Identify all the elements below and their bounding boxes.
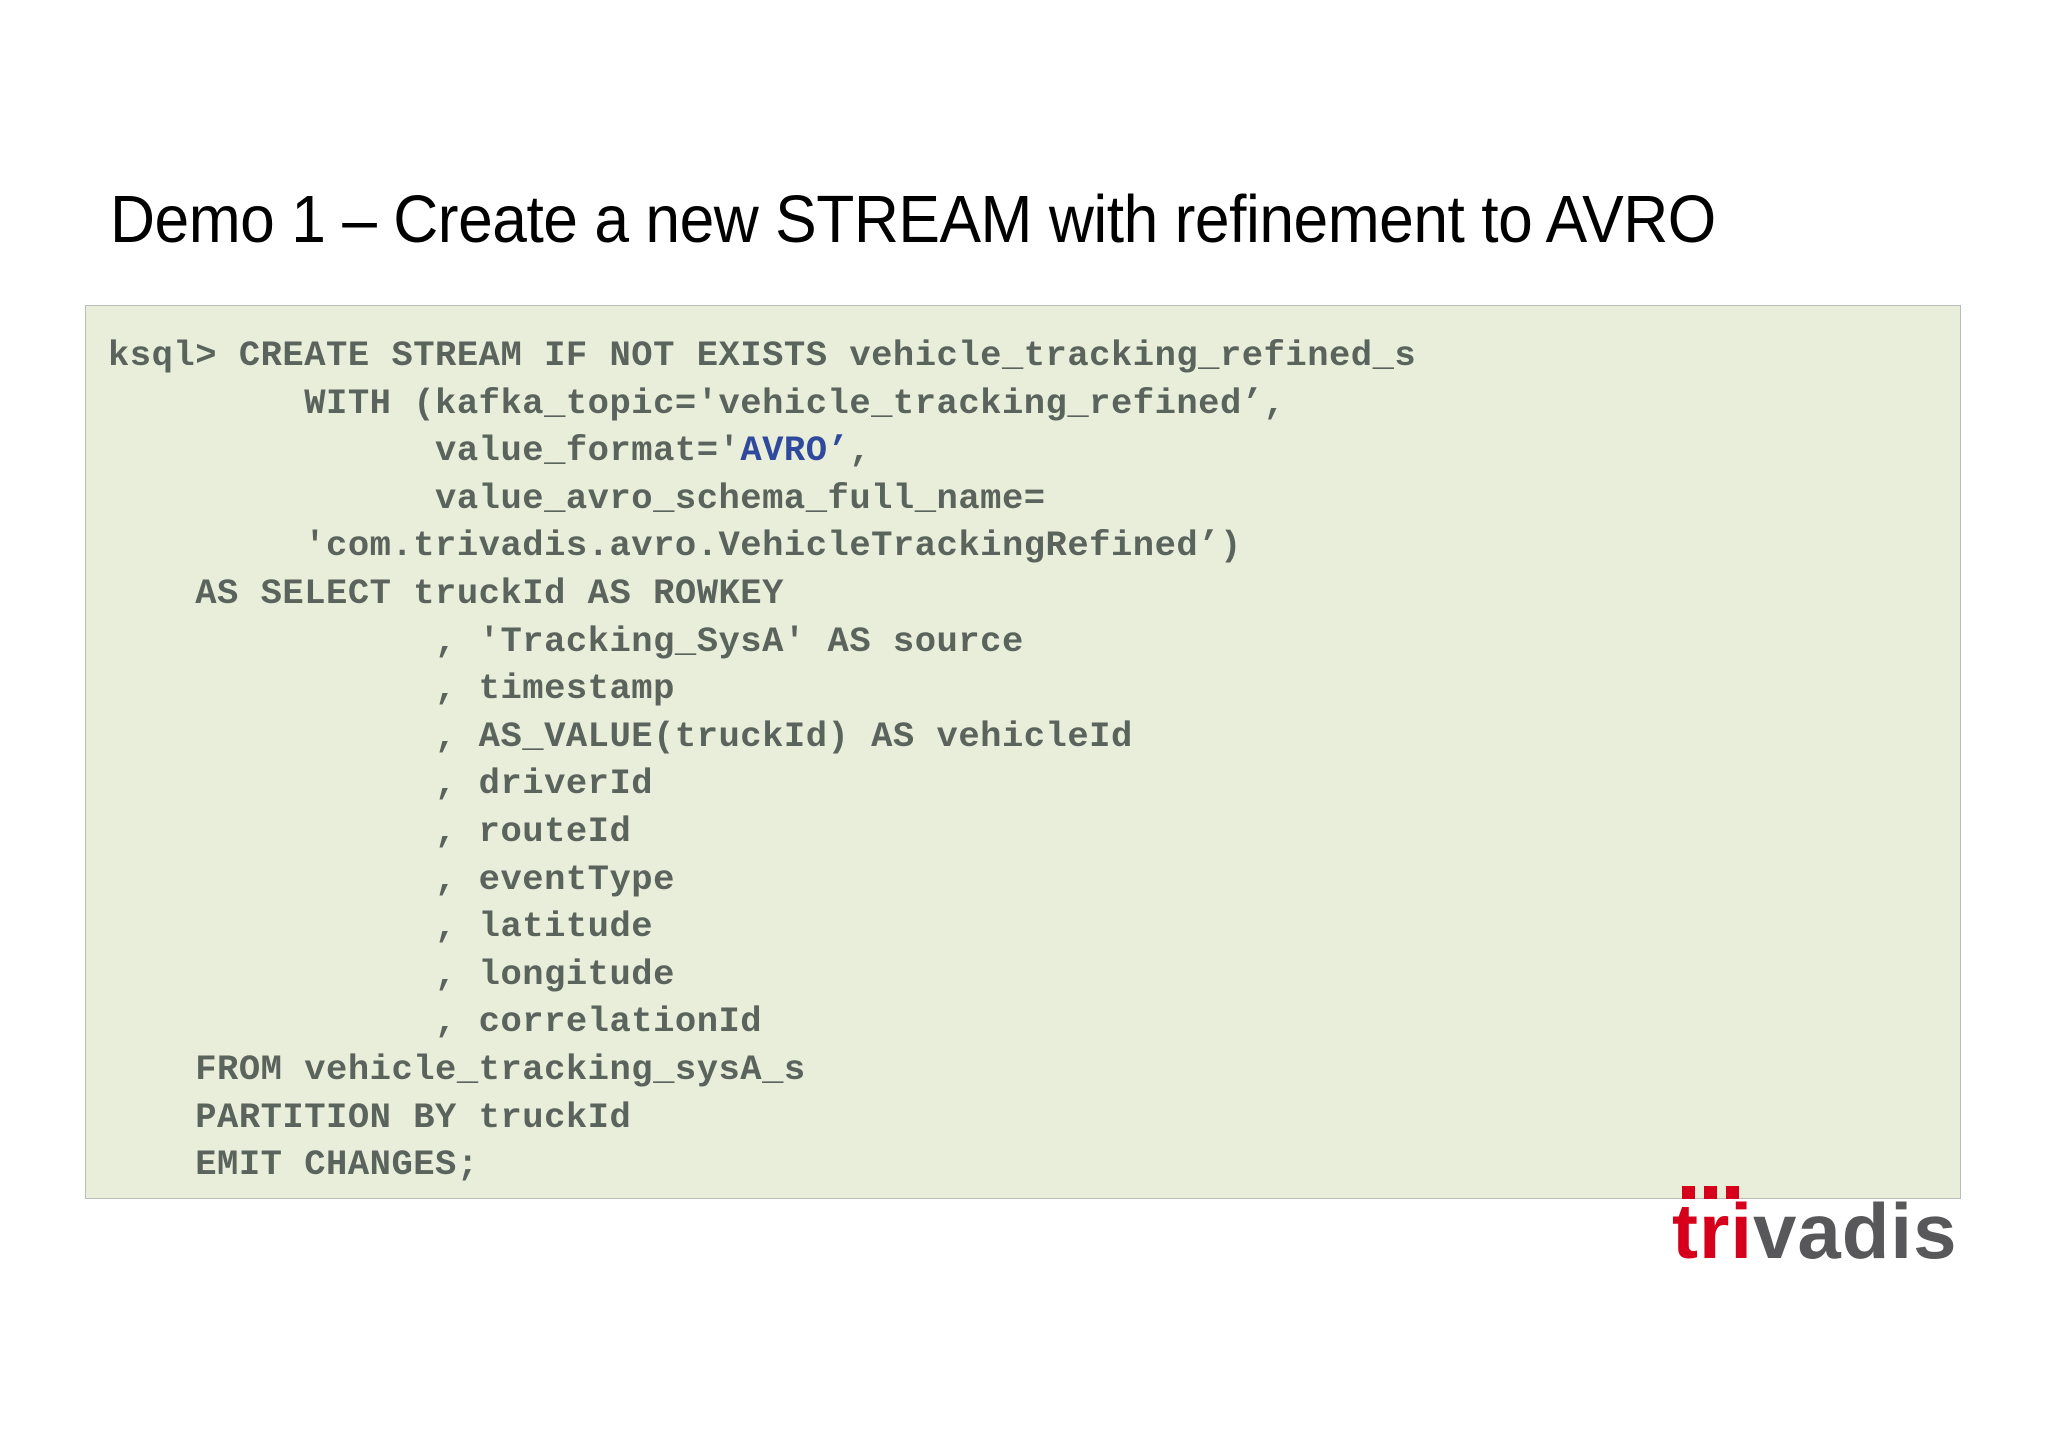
trivadis-logo: trivadis — [1672, 1186, 1957, 1270]
logo-dots-icon — [1682, 1186, 1802, 1206]
logo-text-gray: vadis — [1753, 1187, 1958, 1275]
code-line: , value_avro_schema_full_name= 'com.triv… — [195, 430, 1242, 1186]
code-block: ksql> CREATE STREAM IF NOT EXISTS vehicl… — [85, 305, 1961, 1199]
page-title: Demo 1 – Create a new STREAM with refine… — [110, 182, 1716, 257]
code-line: ksql> CREATE STREAM IF NOT EXISTS vehicl… — [108, 335, 1417, 472]
ksql-code-text: ksql> CREATE STREAM IF NOT EXISTS vehicl… — [86, 306, 1960, 1189]
avro-highlight-token: AVRO’ — [740, 430, 850, 472]
logo-text-red: tri — [1672, 1187, 1753, 1275]
